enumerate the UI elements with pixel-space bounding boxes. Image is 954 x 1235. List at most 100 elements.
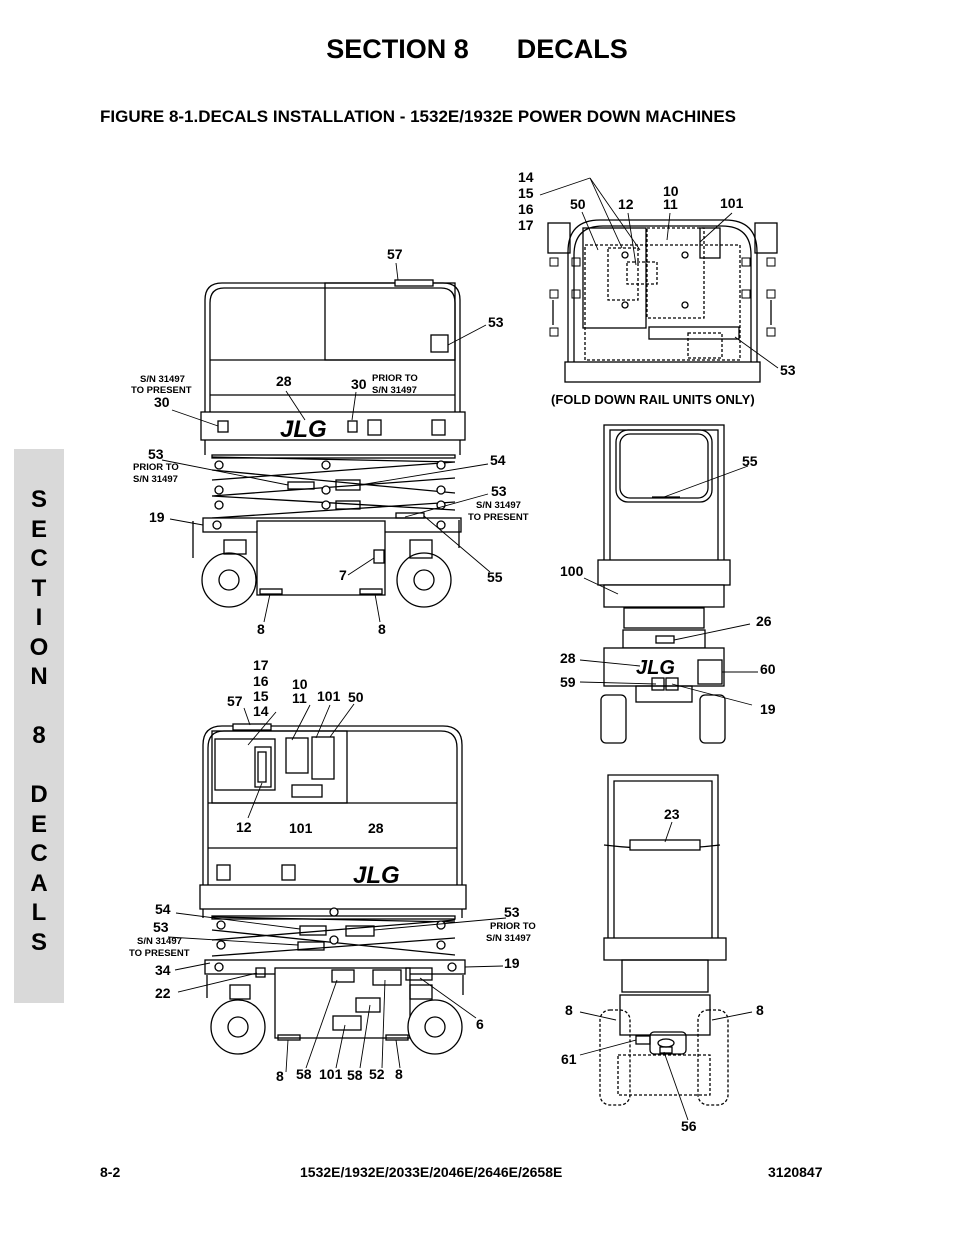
footer-models: 1532E/1932E/2033E/2046E/2646E/2658E (300, 1164, 563, 1180)
view1-leaders (161, 262, 491, 623)
callout: 58 (347, 1067, 363, 1083)
callout: 28 (276, 373, 292, 389)
callout: 52 (369, 1066, 385, 1082)
view4-leaders (579, 465, 758, 706)
view2-leaders (539, 177, 779, 369)
view3-leaders (167, 703, 507, 1073)
note-prior-to: PRIOR TO (490, 921, 536, 932)
callout: 8 (257, 621, 265, 637)
figure-caption: FIGURE 8-1.DECALS INSTALLATION - 1532E/1… (100, 107, 737, 126)
left-side-view-upper (192, 279, 466, 608)
callout: 30 (351, 376, 367, 392)
callout: 53 (148, 446, 164, 462)
callout: 58 (296, 1066, 312, 1082)
callout: 26 (756, 613, 772, 629)
end-view-lower (599, 774, 729, 1106)
callout: 8 (395, 1066, 403, 1082)
footer-page-number: 8-2 (100, 1164, 121, 1180)
section-number: SECTION 8 (326, 34, 469, 64)
note-prior-to: S/N 31497 (486, 933, 531, 944)
top-view-fold-down (547, 219, 778, 383)
callout: 17 (253, 657, 269, 673)
callout: 12 (618, 196, 634, 212)
callout: 60 (760, 661, 776, 677)
section-title: SECTION 8 DECALS (0, 34, 954, 65)
callout: 19 (504, 955, 520, 971)
callout: 19 (149, 509, 165, 525)
callout: 54 (155, 901, 171, 917)
callout: 53 (491, 483, 507, 499)
note-sn-present: TO PRESENT (468, 512, 529, 523)
callout: 6 (476, 1016, 484, 1032)
callout: 57 (387, 246, 403, 262)
note-sn-present: TO PRESENT (129, 948, 190, 959)
callout: 61 (561, 1051, 577, 1067)
callout: 10 (663, 183, 679, 199)
callout: 8 (276, 1068, 284, 1084)
brand-logo-text: JLG (353, 862, 400, 889)
callout: 8 (378, 621, 386, 637)
brand-logo-text: JLG (636, 657, 675, 679)
callout: 15 (518, 185, 534, 201)
end-view-upper (597, 424, 731, 744)
callout: 16 (253, 673, 269, 689)
callout: 7 (339, 567, 347, 583)
callout: 11 (292, 690, 307, 706)
callout: 14 (518, 169, 534, 185)
section-topic: DECALS (516, 34, 628, 64)
callout: 50 (570, 196, 586, 212)
footer-doc-number: 3120847 (768, 1164, 823, 1180)
callout: 101 (319, 1066, 343, 1082)
callout: 54 (490, 452, 506, 468)
callout: 53 (153, 919, 169, 935)
callout: 23 (664, 806, 680, 822)
callout: 22 (155, 985, 171, 1001)
callout: 57 (227, 693, 243, 709)
callout: 11 (663, 196, 678, 212)
note-sn-present: S/N 31497 (140, 374, 185, 385)
callout-numbers: 57 53 28 30 30 53 54 53 19 7 55 8 8 14 1… (148, 169, 796, 1134)
fold-down-note: (FOLD DOWN RAIL UNITS ONLY) (551, 392, 755, 407)
jlg-logo-3: JLG (353, 862, 400, 889)
jlg-logo-4: JLG (636, 657, 675, 679)
note-sn-present: S/N 31497 (137, 936, 182, 947)
jlg-logo-1: JLG (280, 416, 327, 443)
callout: 56 (681, 1118, 697, 1134)
brand-logo-text: JLG (280, 416, 327, 443)
serial-notes: S/N 31497 TO PRESENT PRIOR TO S/N 31497 … (129, 373, 536, 959)
callout: 53 (504, 904, 520, 920)
callout: 101 (317, 688, 341, 704)
callout: 15 (253, 688, 269, 704)
note-prior-to: PRIOR TO (133, 462, 179, 473)
callout: 12 (236, 819, 252, 835)
callout: 34 (155, 962, 171, 978)
callout: 8 (756, 1002, 764, 1018)
callout: 101 (289, 820, 313, 836)
callout: 16 (518, 201, 534, 217)
note-sn-present: TO PRESENT (131, 385, 192, 396)
callout: 28 (560, 650, 576, 666)
callout: 59 (560, 674, 576, 690)
callout: 14 (253, 703, 269, 719)
callout: 53 (780, 362, 796, 378)
callout: 55 (742, 453, 758, 469)
right-side-view-lower (199, 723, 467, 1055)
callout: 28 (368, 820, 384, 836)
note-prior-to: S/N 31497 (133, 474, 178, 485)
callout: 19 (760, 701, 776, 717)
callout: 101 (720, 195, 744, 211)
callout: 55 (487, 569, 503, 585)
callout: 8 (565, 1002, 573, 1018)
callout: 100 (560, 563, 584, 579)
callout: 17 (518, 217, 534, 233)
callout: 53 (488, 314, 504, 330)
note-sn-present: S/N 31497 (476, 500, 521, 511)
callout: 30 (154, 394, 170, 410)
note-prior-to: S/N 31497 (372, 385, 417, 396)
view5-leaders (579, 821, 753, 1121)
note-prior-to: PRIOR TO (372, 373, 418, 384)
callout: 50 (348, 689, 364, 705)
